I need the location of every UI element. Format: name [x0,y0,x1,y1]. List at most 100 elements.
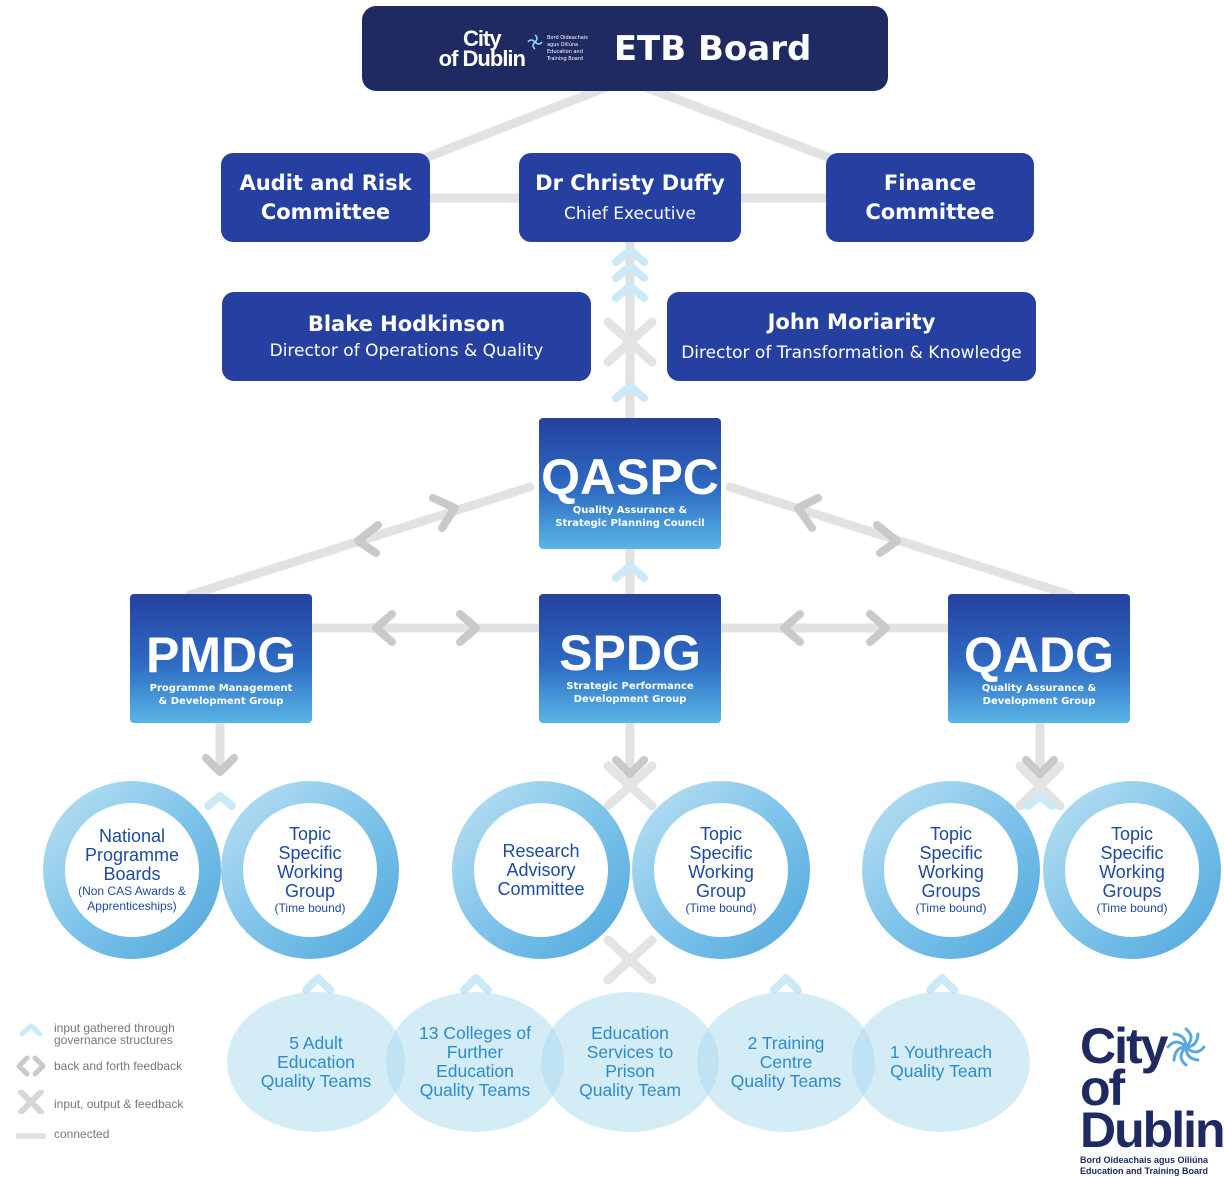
logo-swirl-icon [527,33,543,50]
logo-text-of-dublin: of Dublin [438,45,526,71]
director-role: Director of Transformation & Knowledge [681,343,1022,363]
council-description: Development Group [982,696,1096,707]
council-description: Quality Assurance & [572,505,688,516]
committee-label: Committee [865,199,995,224]
team-label: 1 Youthreach [889,1042,993,1062]
chief-executive-role: Chief Executive [564,204,696,224]
logo-sub-line: Bord Oideachais [546,34,588,41]
logo-text-city: City [1080,1018,1168,1074]
logo-sub-line: Bord Oideachais agus Oiliúna [1080,1155,1209,1165]
group-label: Specific [919,842,983,863]
council-acronym: QASPC [541,449,719,505]
national-programme-boards-ring: National Programme Boards (Non CAS Award… [43,781,221,959]
logo-swirl-icon [1166,1027,1206,1067]
city-of-dublin-footer-logo: City of Dublin Bord Oideachais agus Oili… [1080,1018,1224,1177]
legend-text: input, output & feedback [54,1097,184,1111]
team-label: Quality Teams [419,1080,531,1100]
group-label: Advisory [506,859,576,880]
director-transformation-box: John Moriarity Director of Transformatio… [667,292,1036,381]
connector-bar-icon [16,1133,46,1139]
team-label: Education [591,1023,669,1043]
research-advisory-committee-ring: Research Advisory Committee [452,781,630,959]
group-note: Apprenticeships) [87,898,177,913]
team-label: Education [277,1051,355,1072]
committee-label: Audit and Risk [239,170,412,195]
etb-board-title: ETB Board [613,28,812,69]
group-label: Topic [288,823,332,844]
legend-text: governance structures [54,1033,173,1047]
spdg-box: SPDG Strategic Performance Development G… [539,594,721,723]
further-education-team: 13 Colleges of Further Education Quality… [386,992,564,1132]
council-description: Strategic Performance [566,681,694,692]
legend-back-and-forth: back and forth feedback [16,1054,182,1078]
director-name: John Moriarity [767,310,936,334]
council-description: Strategic Planning Council [555,518,705,529]
etb-board-box: City of Dublin Bord Oideachais agus Oili… [362,6,888,91]
group-note: (Time bound) [274,900,346,915]
group-label: Groups [921,880,981,901]
group-label: Group [284,880,336,901]
group-label: Topic [699,823,743,844]
group-label: Committee [497,878,585,899]
council-acronym: SPDG [559,625,701,681]
council-acronym: PMDG [146,627,296,683]
group-label: Specific [278,842,342,863]
council-acronym: QADG [964,627,1114,683]
legend-text: input gathered through [54,1021,175,1035]
training-centre-team: 2 Training Centre Quality Teams [697,992,875,1132]
council-description: Quality Assurance & [981,683,1097,694]
group-label: Specific [689,842,753,863]
group-note: (Time bound) [915,900,987,915]
group-label: Working [277,861,343,882]
team-label: Prison [605,1061,655,1081]
group-label: Groups [1102,880,1162,901]
group-label: Working [918,861,984,882]
committee-label: Committee [260,199,391,224]
group-note: (Non CAS Awards & [78,883,186,898]
legend-text: connected [54,1127,110,1141]
legend-text: back and forth feedback [54,1059,183,1073]
committee-label: Finance [883,170,977,195]
logo-sub-line: agus Oiliúna [546,41,579,48]
topic-working-groups-ring: Topic Specific Working Groups (Time boun… [862,781,1040,959]
cross-arrows-icon [18,1090,44,1114]
topic-working-group-ring: Topic Specific Working Group (Time bound… [221,781,399,959]
legend-input-gathered: input gathered through governance struct… [16,1018,175,1046]
council-description: Programme Management [149,683,293,694]
topic-working-groups-ring: Topic Specific Working Groups (Time boun… [1043,781,1221,959]
group-label: Group [695,880,747,901]
pmdg-box: PMDG Programme Management & Development … [130,594,312,723]
group-note: (Time bound) [1096,900,1168,915]
group-label: Working [1099,861,1165,882]
logo-sub-line: Training Board [546,55,583,62]
team-label: Services to [586,1042,674,1062]
director-role: Director of Operations & Quality [269,341,544,361]
team-label: Quality Team [579,1080,681,1100]
team-label: 2 Training [747,1032,825,1053]
prison-education-team: Education Services to Prison Quality Tea… [541,992,719,1132]
group-label: Research [502,840,580,861]
team-label: Further [446,1042,504,1062]
double-arrow-icon [16,1055,46,1077]
team-label: 13 Colleges of [419,1023,531,1043]
group-label: National [98,825,166,846]
logo-text-city: City [463,25,502,51]
youthreach-team: 1 Youthreach Quality Team [852,992,1030,1132]
legend-input-output-feedback: input, output & feedback [16,1090,183,1114]
chief-executive-box: Dr Christy Duffy Chief Executive [519,153,741,242]
adult-education-team: 5 Adult Education Quality Teams [227,992,405,1132]
city-of-dublin-logo: City of Dublin Bord Oideachais agus Oili… [438,25,588,71]
group-note: (Time bound) [685,900,757,915]
team-label: 5 Adult [289,1032,343,1053]
chevron-up-icon [19,1023,43,1037]
qadg-box: QADG Quality Assurance & Development Gro… [948,594,1130,723]
topic-working-group-ring: Topic Specific Working Group (Time bound… [632,781,810,959]
logo-text-of-dublin: of Dublin [1080,1060,1224,1158]
group-label: Boards [103,863,161,884]
team-label: Quality Teams [260,1070,372,1091]
legend-connected: connected [16,1124,109,1148]
group-label: Programme [84,844,180,865]
council-description: Development Group [573,694,687,705]
group-label: Topic [929,823,973,844]
